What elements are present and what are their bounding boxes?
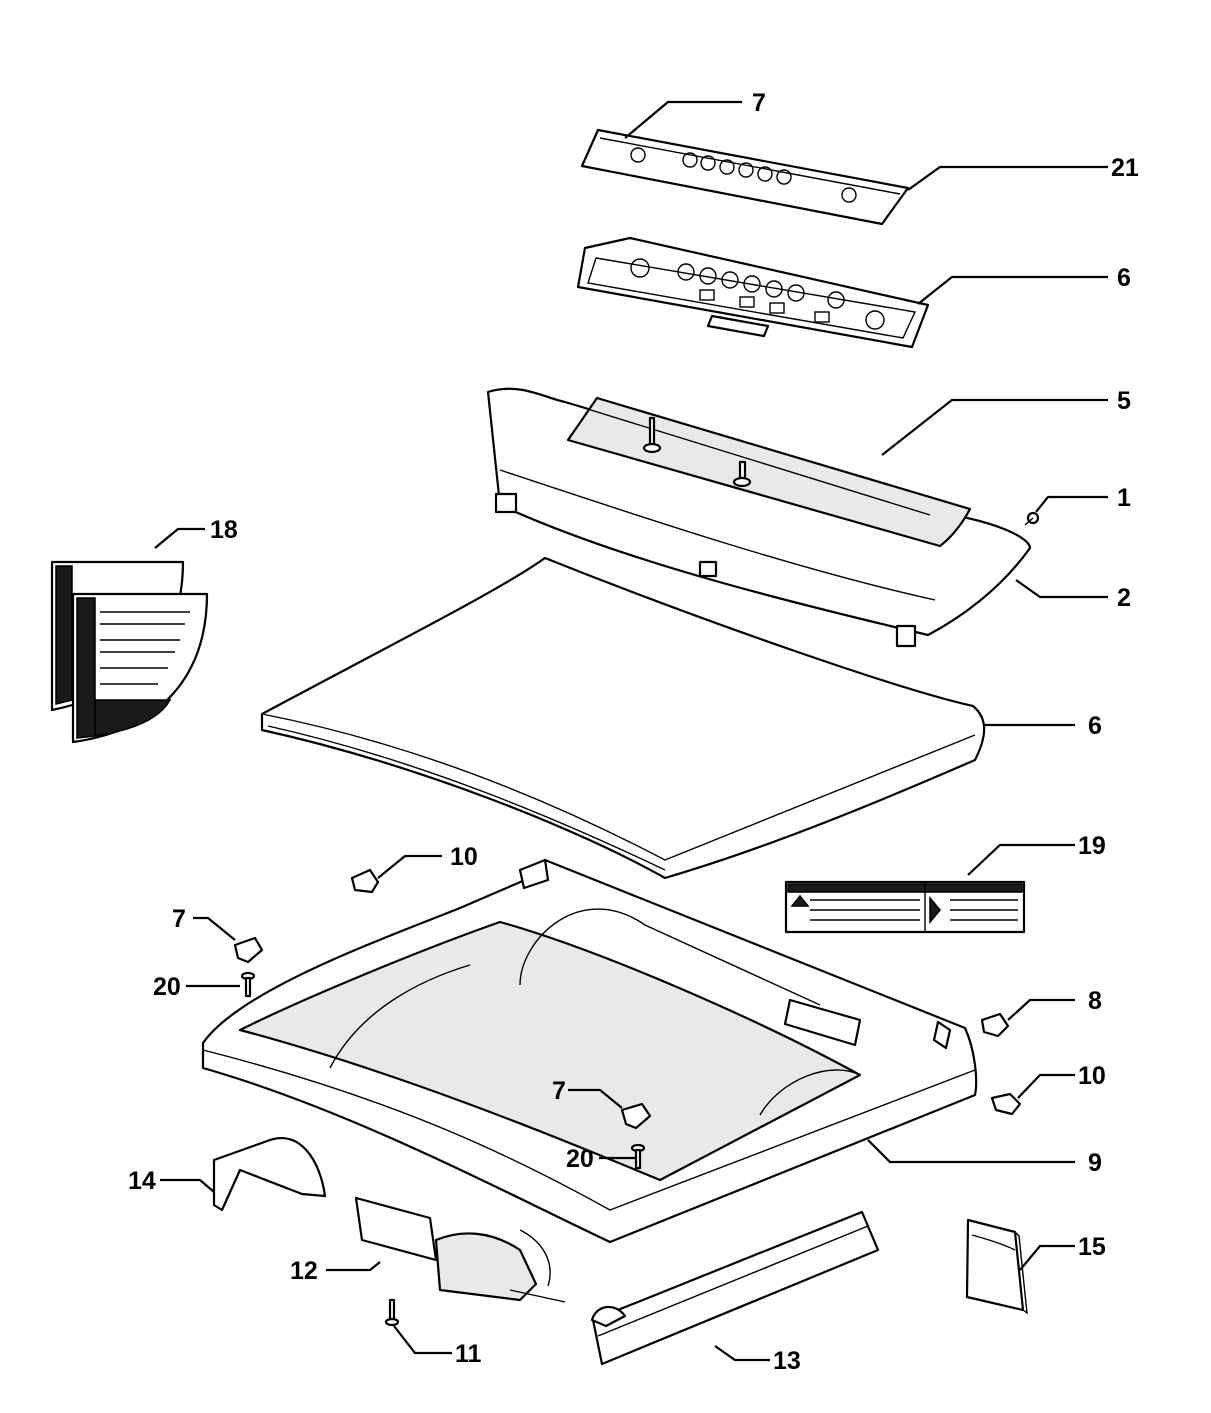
grommet-connector [980, 1012, 1010, 1038]
callout-9: 9 [1088, 1149, 1102, 1177]
callout-6: 6 [1088, 712, 1102, 740]
warning-label [784, 880, 1026, 934]
callout-21: 21 [1111, 154, 1139, 182]
hinge-bracket [212, 1137, 327, 1212]
callout-3: 5 [1117, 387, 1131, 415]
console-housing [486, 387, 1032, 648]
control-overlay-panel [580, 128, 910, 226]
cover-screw [240, 971, 646, 1170]
callout-1: 1 [1117, 484, 1131, 512]
callout-2: 2 [1117, 584, 1131, 612]
callout-18: 18 [210, 516, 238, 544]
callout-8: 8 [1088, 987, 1102, 1015]
callout-10-right: 10 [1078, 1062, 1106, 1090]
instruction-label-cards [50, 560, 209, 744]
callout-19: 19 [1078, 832, 1106, 860]
owner-manual-booklet [965, 1218, 1028, 1315]
rear-trim-strip [590, 1210, 880, 1366]
leader-lines [154, 100, 1108, 1362]
switch-screw [384, 1298, 400, 1327]
console-screw [642, 416, 752, 488]
lid-bumper-clip [350, 868, 1022, 1116]
callout-14: 14 [128, 1167, 156, 1195]
top-cover-frame [201, 858, 978, 1244]
screw-cover-cap [233, 936, 652, 1130]
callout-20-left: 20 [153, 973, 181, 1001]
callout-11: 11 [455, 1340, 482, 1368]
lid-switch-assembly [354, 1196, 566, 1303]
washer-lid [260, 556, 986, 880]
callout-13: 13 [773, 1347, 801, 1375]
callout-7-center: 7 [552, 1077, 566, 1105]
callout-7-left: 7 [172, 905, 186, 933]
control-board-assembly [576, 236, 930, 349]
callout-5: 7 [752, 89, 766, 117]
callout-4: 6 [1117, 264, 1131, 292]
callout-10-top: 10 [450, 843, 478, 871]
callout-20-center: 20 [566, 1145, 594, 1173]
callout-12: 12 [290, 1257, 318, 1285]
callout-15: 15 [1078, 1233, 1106, 1261]
small-screw [1024, 511, 1040, 526]
callout-labels: 7 21 6 5 1 2 6 18 10 19 7 20 8 10 7 20 9… [128, 89, 1139, 1375]
